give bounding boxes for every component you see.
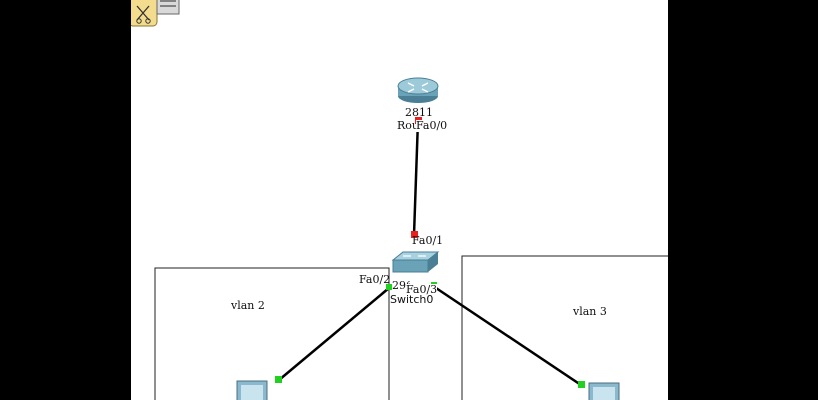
- pc-right-port-indicator: [578, 381, 585, 388]
- vlan-3-area[interactable]: [461, 255, 668, 400]
- router-port-label: Fa0/0: [416, 119, 448, 132]
- vlan-2-area[interactable]: [154, 267, 390, 400]
- link-router-switch[interactable]: [412, 119, 420, 236]
- switch-fa02-label: Fa0/2: [359, 273, 391, 286]
- switch-fa01-label: Fa0/1: [412, 234, 444, 247]
- switch-model-label: 2960: [392, 280, 410, 292]
- pc-right-icon[interactable]: [588, 382, 620, 400]
- switch-fa03-label: Fa0/3: [406, 283, 438, 296]
- switch-fa02-indicator: [386, 284, 392, 290]
- workspace-canvas[interactable]: 2811 Router Fa0/0 Fa0/1 Fa0/2 2960 Fa0/3…: [131, 0, 668, 400]
- router-name-text: Router: [397, 120, 425, 132]
- router-icon[interactable]: [397, 77, 439, 103]
- link-switch-pc-left[interactable]: [278, 287, 390, 381]
- switch-icon[interactable]: [391, 251, 440, 273]
- router-name-label: Router: [397, 120, 425, 132]
- router-model-label: 2811: [405, 106, 433, 119]
- switch-model-text: 2960: [392, 280, 410, 292]
- pc-left-port-indicator: [275, 376, 282, 383]
- pc-left-icon[interactable]: [236, 380, 268, 400]
- link-switch-pc-right[interactable]: [432, 284, 582, 387]
- vlan-3-label: vlan 3: [573, 305, 607, 318]
- note-tool-icon[interactable]: [131, 0, 187, 32]
- topology-diagram: [154, 77, 668, 400]
- switch-fa01-indicator: [411, 231, 418, 238]
- switch-name-label: Switch0: [390, 293, 434, 306]
- vlan-2-label: vlan 2: [231, 299, 265, 312]
